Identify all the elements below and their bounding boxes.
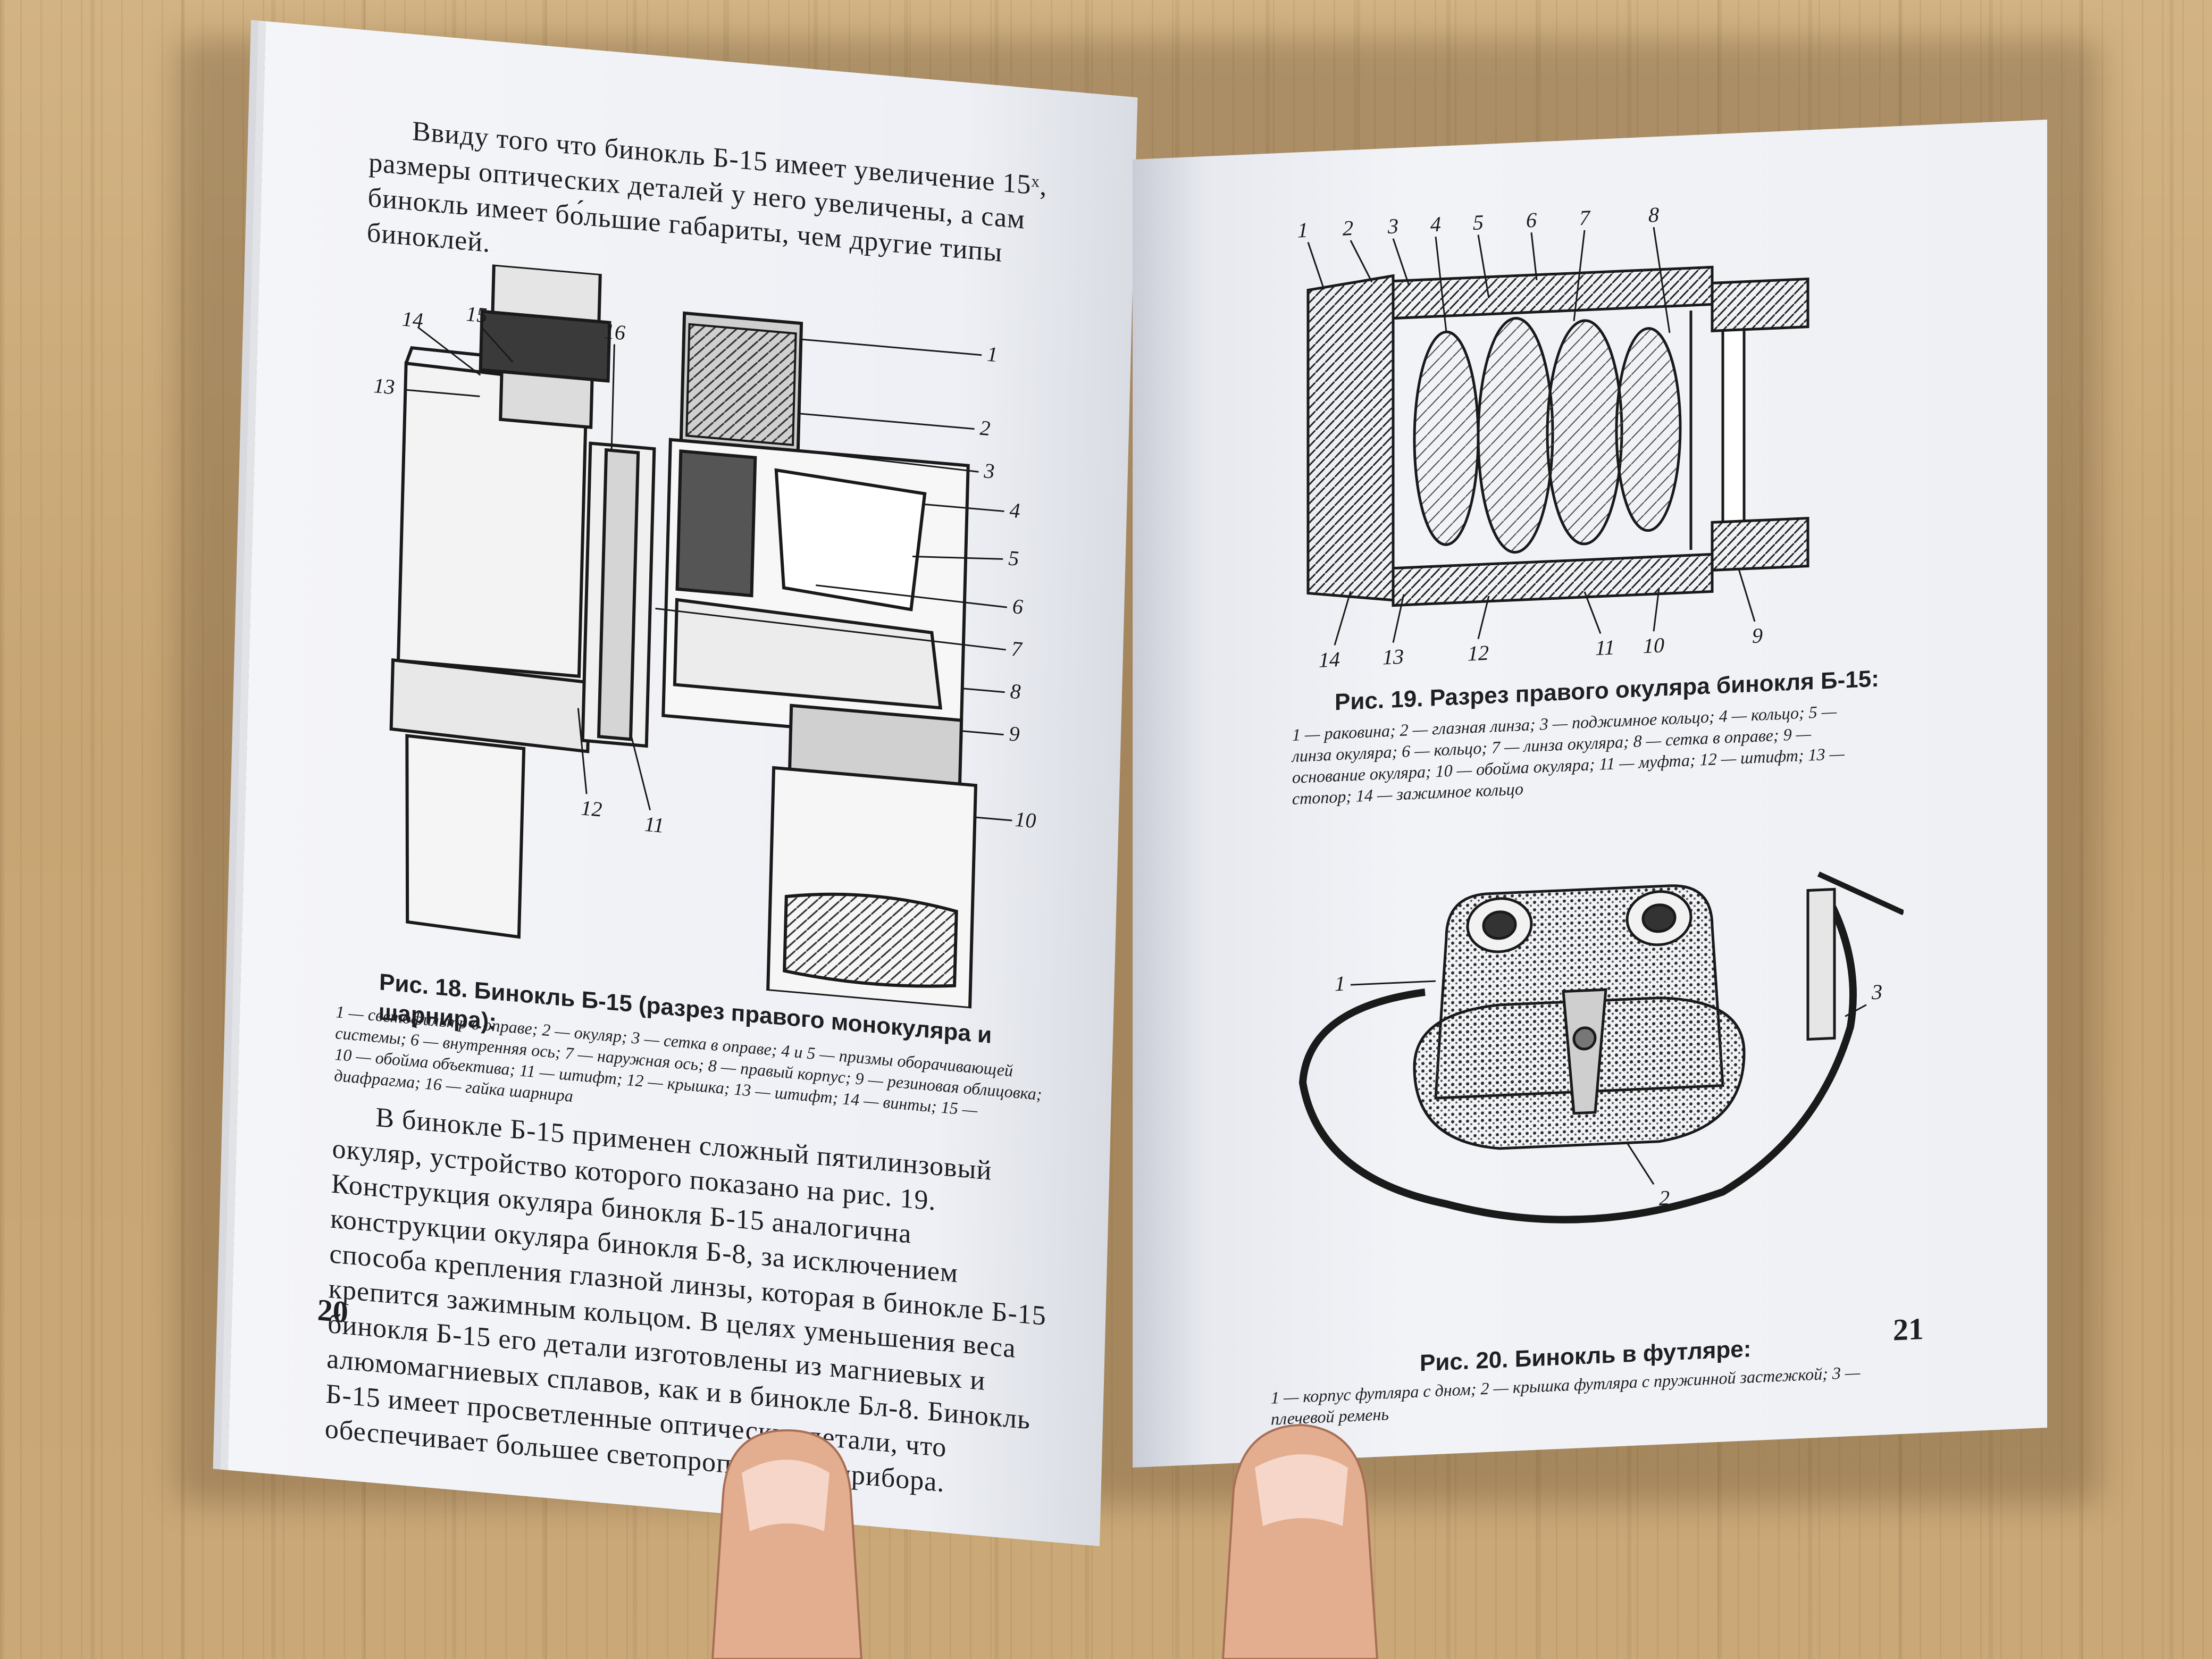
fig18-label-10: 10 (1015, 807, 1036, 833)
fig18-label-6: 6 (1012, 594, 1023, 619)
fig19-label-9: 9 (1752, 623, 1763, 648)
fig18-label-1: 1 (987, 342, 998, 367)
fig18-label-4: 4 (1009, 498, 1020, 523)
left-page: Ввиду того что бинокль Б-15 имеет увелич… (228, 21, 1138, 1546)
fig18-label-8: 8 (1010, 679, 1021, 704)
fig19-label-3: 3 (1387, 214, 1398, 238)
fig19-label-4: 4 (1430, 212, 1441, 237)
fig19-label-2: 2 (1343, 216, 1353, 240)
figure-19-eyepiece-section: 1 2 3 4 5 6 7 8 14 13 12 11 10 9 (1297, 203, 1809, 672)
fig18-label-7: 7 (1011, 636, 1023, 661)
fig19-label-10: 10 (1643, 633, 1664, 658)
fig19-label-13: 13 (1382, 644, 1404, 669)
fig19-label-1: 1 (1297, 218, 1308, 242)
fig18-label-16: 16 (604, 319, 625, 345)
fig19-label-8: 8 (1648, 203, 1659, 227)
fig18-label-11: 11 (644, 812, 664, 837)
fig20-label-3: 3 (1871, 979, 1882, 1004)
fig18-label-13: 13 (373, 373, 395, 399)
fig18-label-14: 14 (401, 307, 423, 332)
page-number-right: 21 (1893, 1311, 1924, 1347)
figure-20-binocular-case: 1 2 3 (1298, 872, 1904, 1224)
figure-18-binocular-drawing: 1 2 3 4 5 6 7 8 9 10 11 12 13 14 15 16 (373, 263, 1036, 1010)
fig18-label-12: 12 (581, 795, 602, 821)
figure-19-caption-legend: 1 — раковина; 2 — глазная линза; 3 — под… (1292, 701, 1845, 808)
fig19-label-14: 14 (1319, 647, 1340, 672)
fig18-label-9: 9 (1009, 722, 1020, 747)
fig19-label-12: 12 (1468, 641, 1489, 666)
fig19-label-11: 11 (1595, 635, 1615, 660)
fig18-label-5: 5 (1008, 546, 1019, 571)
fig18-label-3: 3 (983, 458, 995, 483)
fig18-label-2: 2 (979, 416, 991, 441)
fig19-label-6: 6 (1526, 208, 1537, 232)
holding-fingers (711, 1423, 1379, 1659)
fig20-label-2: 2 (1659, 1186, 1670, 1210)
fig18-label-15: 15 (466, 301, 488, 327)
right-page: 1 2 3 4 5 6 7 8 14 13 12 11 10 9 Рис. 19… (1133, 119, 2047, 1468)
fig19-label-5: 5 (1473, 210, 1484, 234)
fig19-label-7: 7 (1579, 205, 1591, 230)
page-number-left: 20 (316, 1292, 349, 1330)
fig20-label-1: 1 (1335, 971, 1345, 996)
